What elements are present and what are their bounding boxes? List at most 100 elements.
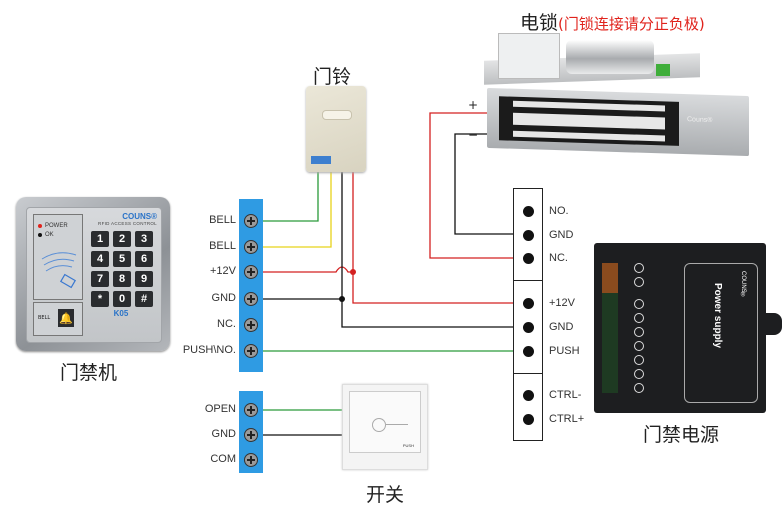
key-7[interactable]: 7: [91, 271, 109, 287]
psu-screw-icon: [634, 369, 644, 379]
doorbell-speaker-grill: [322, 110, 352, 120]
psu-label-push: PUSH: [549, 345, 580, 357]
psu-screw-icon: [634, 277, 644, 287]
led-ok: OK: [38, 232, 82, 238]
doorbell-badge: [311, 156, 331, 164]
screw-terminal-icon[interactable]: [244, 403, 258, 417]
screw-terminal-icon[interactable]: [244, 453, 258, 467]
terminal-dot-nc[interactable]: [523, 253, 534, 264]
terminal-label-push-no: PUSH\NO.: [182, 344, 236, 356]
psu-screw-icon: [634, 383, 644, 393]
keypad-keys-area: COUNS® RFID ACCESS CONTROL 1 2 3 4 5 6 7…: [85, 212, 157, 338]
wire-12v-red: [263, 266, 353, 273]
psu-mount-tab: [764, 313, 782, 335]
terminal-label-open: OPEN: [204, 403, 236, 415]
maglock-bar: [513, 112, 665, 130]
maglock-plus-label: +: [468, 98, 479, 112]
key-4[interactable]: 4: [91, 251, 109, 267]
electric-lock-label: 电锁: [520, 12, 559, 34]
key-icon-stem: [386, 424, 408, 425]
keypad-model: K05: [113, 309, 129, 318]
psu-title-text: Power supply: [712, 283, 723, 349]
psu-screw-icon: [634, 355, 644, 365]
rfid-wave-icon: [41, 252, 77, 289]
doorbell-title: 门铃: [313, 66, 352, 88]
maglock-bar: [513, 130, 665, 142]
exit-switch-plate[interactable]: PUSH: [349, 391, 421, 453]
key-star[interactable]: *: [91, 291, 109, 307]
maglock-brand: Couns®: [687, 116, 713, 124]
terminal-dot-ctrl-plus[interactable]: [523, 414, 534, 425]
terminal-divider: [514, 373, 542, 375]
wire-red-bell-to-psu: [352, 170, 528, 304]
screw-terminal-icon[interactable]: [244, 292, 258, 306]
electric-lock-title: 电锁(门锁连接请分正负极): [520, 8, 705, 35]
terminal-label-nc: NC.: [217, 318, 236, 330]
electric-lock-note: (门锁连接请分正负极): [558, 15, 705, 33]
terminal-dot-no[interactable]: [523, 206, 534, 217]
wire-black-bell-to-psu: [341, 170, 528, 328]
key-9[interactable]: 9: [135, 271, 153, 287]
terminal-dot-push[interactable]: [523, 346, 534, 357]
psu-terminal-row: [602, 293, 618, 393]
screw-terminal-icon[interactable]: [244, 344, 258, 358]
psu-label-ctrl-plus: CTRL+: [549, 413, 585, 425]
psu-label-gnd: GND: [549, 229, 574, 241]
bell-icon[interactable]: 🔔: [58, 309, 74, 327]
bolt-lock-cylinder: [566, 40, 654, 74]
led-ok-label: OK: [45, 232, 54, 238]
keypad-brand: COUNS®: [122, 212, 157, 221]
psu-label-ctrl-minus: CTRL-: [549, 389, 582, 401]
led-power-label: POWER: [45, 223, 68, 229]
psu-screw-icon: [634, 263, 644, 273]
wire-bell-green: [263, 170, 319, 222]
psu-screw-icon: [634, 299, 644, 309]
key-3[interactable]: 3: [135, 231, 153, 247]
terminal-dot-ctrl-minus[interactable]: [523, 390, 534, 401]
power-supply-device: Power supply COUNS®: [594, 243, 782, 413]
key-5[interactable]: 5: [113, 251, 131, 267]
wire-maglock-minus: [454, 133, 528, 235]
key-1[interactable]: 1: [91, 231, 109, 247]
psu-fuse-block: [602, 263, 618, 293]
screw-terminal-icon[interactable]: [244, 240, 258, 254]
bolt-lock-terminal: [656, 64, 670, 76]
key-6[interactable]: 6: [135, 251, 153, 267]
screw-terminal-icon[interactable]: [244, 214, 258, 228]
keypad-rfid-area: POWER OK: [33, 214, 83, 300]
exit-switch-device[interactable]: PUSH: [342, 384, 428, 470]
key-0[interactable]: 0: [113, 291, 131, 307]
maglock-core: [499, 96, 679, 146]
terminal-label-switch-gnd: GND: [211, 428, 236, 440]
led-power-dot: [38, 224, 42, 228]
key-icon: [372, 418, 386, 432]
key-hash[interactable]: #: [135, 291, 153, 307]
screw-terminal-icon[interactable]: [244, 428, 258, 442]
psu-screw-icon: [634, 327, 644, 337]
key-8[interactable]: 8: [113, 271, 131, 287]
terminal-dot-gnd-2[interactable]: [523, 322, 534, 333]
terminal-label-bell-1: BELL: [209, 214, 236, 226]
magnetic-lock: Couns®: [487, 87, 749, 157]
terminal-label-gnd: GND: [211, 292, 236, 304]
power-supply-title: 门禁电源: [643, 424, 720, 446]
psu-terminal-block: [513, 188, 543, 441]
terminal-dot-gnd[interactable]: [523, 230, 534, 241]
screw-terminal-icon[interactable]: [244, 318, 258, 332]
led-ok-dot: [38, 233, 42, 237]
terminal-label-com: COM: [210, 453, 236, 465]
psu-screw-icon: [634, 341, 644, 351]
keypad-bell-area: BELL 🔔: [33, 302, 83, 336]
key-2[interactable]: 2: [113, 231, 131, 247]
screw-terminal-icon[interactable]: [244, 265, 258, 279]
psu-brand-text: COUNS®: [740, 271, 746, 299]
exit-switch-title: 开关: [366, 484, 405, 506]
led-power: POWER: [38, 223, 82, 229]
psu-label-nc: NC.: [549, 252, 568, 264]
maglock-minus-label: −: [468, 128, 479, 142]
wire-bell-yellow: [263, 170, 332, 248]
keypad-bell-label: BELL: [38, 315, 51, 321]
psu-label-panel: [684, 263, 758, 403]
terminal-dot-12v[interactable]: [523, 298, 534, 309]
